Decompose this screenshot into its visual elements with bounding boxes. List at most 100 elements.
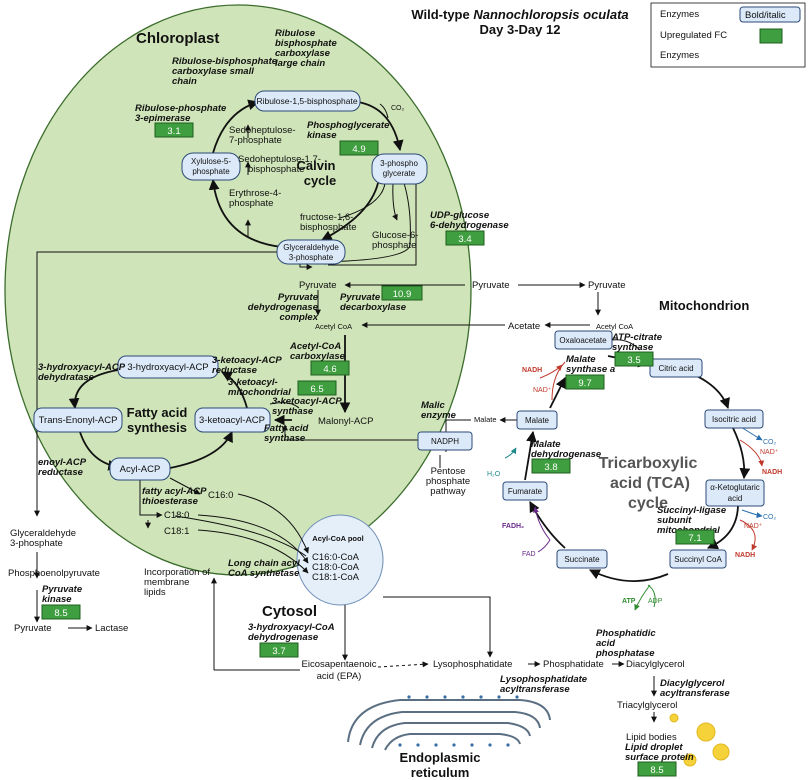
met-nadh-2: NADH <box>762 469 782 476</box>
enz-rbs-2: carboxylase small <box>172 66 254 77</box>
met-adp: ADP <box>648 598 663 605</box>
er-ribosome-dot <box>497 695 501 699</box>
enz-pgk-2: kinase <box>307 130 337 141</box>
enz-er-1: enoyl-ACP <box>38 457 87 468</box>
er-ribosome-dot <box>506 743 510 747</box>
fc-acc: 4.6 <box>323 364 336 375</box>
met-inc-3: lipids <box>144 587 166 598</box>
label-cytosol: Cytosol <box>262 603 317 620</box>
enz-fas-1: Fatty acid <box>264 423 309 434</box>
figure-title-line1: Wild-type Nannochloropsis oculata <box>411 7 628 22</box>
box-3-hydroxyacyl-acp: 3-hydroxyacyl-ACP <box>127 362 208 373</box>
label-tca-2: acid (TCA) <box>610 475 690 492</box>
legend-upregulated-label: Upregulated FC <box>660 30 727 41</box>
enz-lpat-2: acyltransferase <box>500 684 570 695</box>
met-acetyl-coa-mito: Acetyl CoA <box>596 322 633 331</box>
box-succinyl-coa: Succinyl CoA <box>674 555 722 564</box>
met-co2-b: CO₂ <box>763 439 777 446</box>
met-h2o: H₂O <box>487 471 501 478</box>
enz-ks-2: synthase <box>272 406 314 417</box>
met-gap-out-2: 3-phosphate <box>10 538 63 549</box>
met-diacylglycerol: Diacylglycerol <box>626 659 685 670</box>
legend-enzymes-arrow-label: Enzymes <box>660 50 699 61</box>
met-pool-c18-1: C18:1-CoA <box>312 572 360 583</box>
met-lipid-bodies: Lipid bodies <box>626 732 677 743</box>
met-lysophosphatidate: Lysophosphatidate <box>433 659 512 670</box>
met-nad-2: NAD⁺ <box>760 449 779 456</box>
enz-fat-1: fatty acyl-ACP <box>142 486 207 497</box>
fc-km: 6.5 <box>310 384 323 395</box>
label-fatty-acid-1: Fatty acid <box>127 405 188 420</box>
label-tca-1: Tricarboxylic <box>599 455 698 472</box>
enz-pdh-1: Pyruvate <box>278 292 319 303</box>
met-phosphatidate: Phosphatidate <box>543 659 604 670</box>
enz-lpat-1: Lysophosphatidate <box>500 674 588 685</box>
label-er-1: Endoplasmic <box>400 750 481 765</box>
box-citric-acid: Citric acid <box>658 364 693 373</box>
label-tca-3: cycle <box>628 495 668 512</box>
met-gap-out-1: Glyceraldehyde <box>10 528 76 539</box>
met-fru-2: bisphosphate <box>300 222 357 233</box>
box-3pg-2: glycerate <box>383 169 416 178</box>
met-lactase: Lactase <box>95 623 128 634</box>
er-ribosome-dot <box>443 695 447 699</box>
enzyme-labels: Ribulose-bisphosphate carboxylase small … <box>38 28 730 763</box>
enz-pk-1: Pyruvate <box>42 584 83 595</box>
enz-fas-2: synthase <box>264 433 306 444</box>
enz-me-1: Malic <box>421 400 445 411</box>
enz-pap-2: acid <box>596 638 615 649</box>
box-isocitric-acid: Isocitric acid <box>712 415 756 424</box>
er-ribosome-dot <box>515 695 519 699</box>
met-fad: FAD <box>522 551 536 558</box>
enz-dgat-2: acyltransferase <box>660 688 730 699</box>
enz-ks-1: 3-ketoacyl-ACP <box>272 396 342 407</box>
box-ribulose-bisphosphate: Ribulose-1,5-bisphosphate <box>256 96 357 106</box>
lipid-bodies-shape <box>669 713 730 767</box>
met-pyruvate-out: Pyruvate <box>14 623 52 634</box>
enz-scs-2: subunit <box>657 515 692 526</box>
legend-bold-italic: Bold/italic <box>745 10 786 21</box>
box-gap-1: Glyceraldehyde <box>283 243 339 252</box>
enz-pap-3: phosphatase <box>595 648 655 659</box>
enz-hcd-1: 3-hydroxyacyl-CoA <box>248 622 335 633</box>
met-sedo17-2: bisphosphate <box>248 164 305 175</box>
enz-pdc-1: Pyruvate <box>340 292 381 303</box>
metabolite-boxes: Ribulose-1,5-bisphosphate Xylulose-5- ph… <box>33 90 765 569</box>
met-pp-1: Pentose <box>431 466 466 477</box>
enz-ms-2: synthase a <box>566 364 615 375</box>
box-acyl-acp: Acyl-ACP <box>120 464 161 475</box>
met-nad-3: NAD⁺ <box>744 523 763 530</box>
enz-me-2: enzyme <box>421 410 457 421</box>
enz-rbl-3: carboxylase <box>275 48 331 59</box>
er-ribosome-dot <box>488 743 492 747</box>
enz-rbs-1: Ribulose-bisphosphate <box>172 56 278 67</box>
enz-rpe-1: Ribulose-phosphate <box>135 103 227 114</box>
enz-lcs-2: CoA synthetase <box>228 568 300 579</box>
met-pep: Phosphoenolpyruvate <box>8 568 100 579</box>
box-malate: Malate <box>525 416 550 425</box>
enz-ld-1: Lipid droplet <box>625 742 683 753</box>
met-fru-1: fructose-1,6- <box>300 212 353 223</box>
legend-enzymes-label: Enzymes <box>660 9 699 20</box>
enz-km-2: mitochondrial <box>228 387 291 398</box>
er-ribosome-dot <box>434 743 438 747</box>
enz-hd-2: dehydratase <box>38 372 95 383</box>
enz-acl-2: synthase <box>612 342 654 353</box>
fc-mdh: 3.8 <box>544 462 557 473</box>
met-malonyl-acp: Malonyl-ACP <box>318 416 373 427</box>
met-inc-1: Incorporation of <box>144 567 210 578</box>
metabolite-labels: CO₂ Sedoheptulose- 7-phosphate Sedoheptu… <box>8 105 782 743</box>
enz-acc-1: Acetyl-CoA <box>289 341 341 352</box>
er-ribosomes <box>398 695 519 747</box>
er-ribosome-dot <box>479 695 483 699</box>
met-sedo7-1: Sedoheptulose- <box>229 125 296 136</box>
met-c18-0: C18:0 <box>164 510 189 521</box>
met-epa-2: acid (EPA) <box>317 671 362 682</box>
box-xylulose-1: Xylulose-5- <box>191 157 231 166</box>
enz-acl-1: ATP-citrate <box>611 332 663 343</box>
met-c16-0: C16:0 <box>208 490 233 501</box>
enz-fat-2: thioesterase <box>142 496 199 507</box>
met-glc-1: Glucose-6- <box>372 230 418 241</box>
label-calvin-2: cycle <box>304 173 337 188</box>
er-ribosome-dot <box>470 743 474 747</box>
